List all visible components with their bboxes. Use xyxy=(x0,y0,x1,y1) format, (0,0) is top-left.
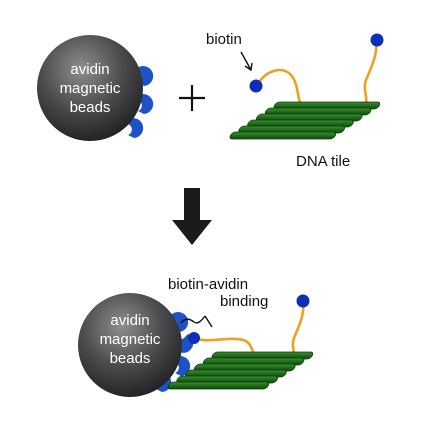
binding-label-line2: binding xyxy=(220,293,269,310)
biotin-sphere-right-top xyxy=(370,33,384,47)
bead-label-top-line2: magnetic xyxy=(59,80,121,97)
biotin-sphere-left-top xyxy=(249,79,263,93)
binding-pointer-tilde xyxy=(180,315,213,328)
biotin-pointer-arrow xyxy=(240,51,253,72)
dna-tile-label: DNA tile xyxy=(296,153,351,170)
bottom-scene xyxy=(78,293,314,397)
top-scene xyxy=(37,33,384,141)
biotin-label: biotin xyxy=(206,31,242,48)
bead-label-bottom: avidin magnetic beads xyxy=(92,311,168,368)
bound-biotin-sphere xyxy=(188,332,200,344)
bead-label-top: avidin magnetic beads xyxy=(52,60,128,117)
bead-label-bottom-line3: beads xyxy=(109,350,151,367)
biotin-linker-left-bottom xyxy=(195,336,257,358)
reaction-arrow-icon xyxy=(172,188,212,245)
dna-tile-top xyxy=(229,101,381,140)
plus-icon xyxy=(179,85,205,111)
bead-label-top-line1: avidin xyxy=(70,61,110,78)
dna-tile-bottom xyxy=(167,351,314,390)
biotin-linker-left-top xyxy=(255,68,305,109)
biotin-sphere-right-bottom xyxy=(296,294,310,308)
bead-label-top-line3: beads xyxy=(69,99,111,116)
biotin-linker-right-top xyxy=(362,40,378,111)
magnetic-bead-top xyxy=(37,35,143,141)
magnetic-bead-bottom xyxy=(78,293,182,397)
binding-label-line1: biotin-avidin xyxy=(168,276,249,293)
bead-label-bottom-line2: magnetic xyxy=(99,331,161,348)
bead-label-bottom-line1: avidin xyxy=(110,312,150,329)
